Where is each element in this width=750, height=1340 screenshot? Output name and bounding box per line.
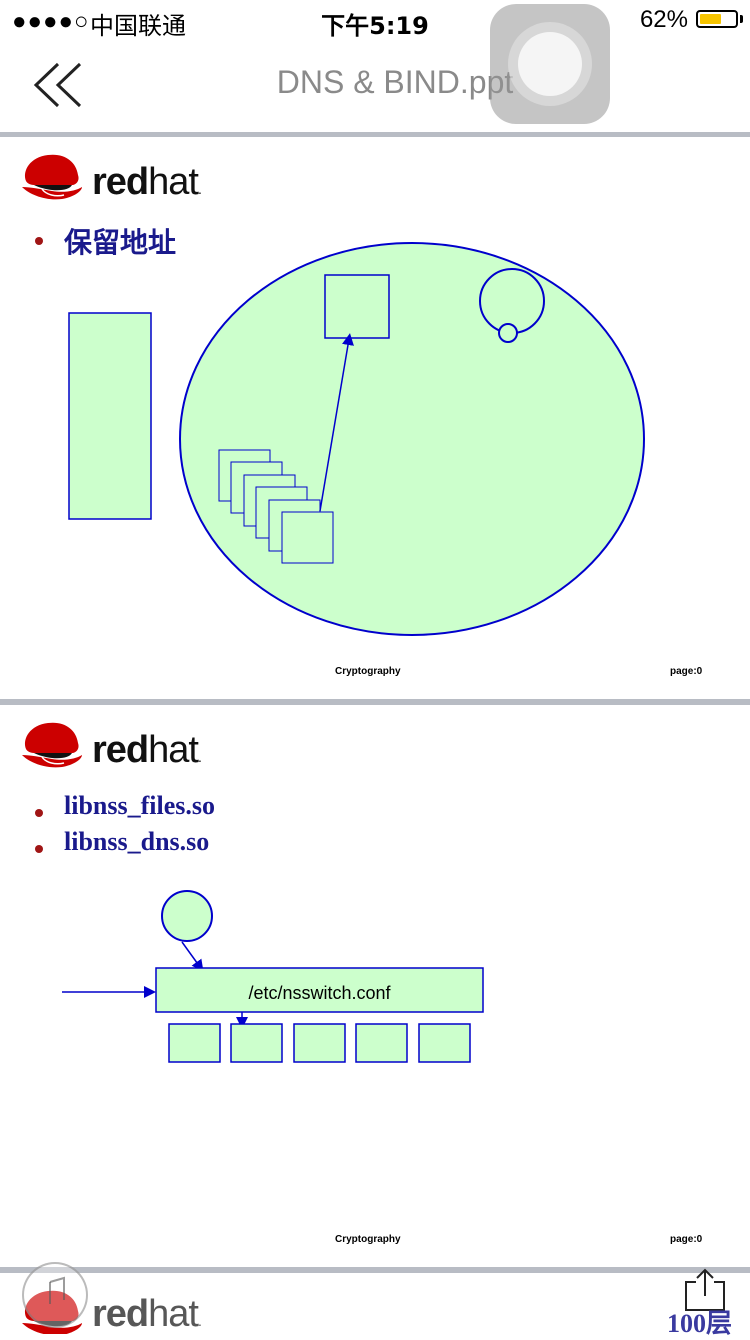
reserved-address-diagram bbox=[68, 242, 645, 636]
share-icon bbox=[685, 1268, 725, 1311]
back-button[interactable] bbox=[32, 58, 88, 112]
floor-counter: 100层 bbox=[666, 1309, 732, 1338]
module-box bbox=[418, 1023, 471, 1063]
battery-fill bbox=[700, 14, 722, 24]
module-box bbox=[168, 1023, 221, 1063]
battery-percent: 62% bbox=[639, 6, 688, 33]
bullet-libnss-dns: libnss_dns.so bbox=[64, 827, 210, 856]
assistive-touch-button[interactable] bbox=[490, 4, 610, 124]
redhat-logo-text: redhat. bbox=[92, 729, 202, 771]
battery-icon bbox=[696, 10, 738, 28]
module-box bbox=[293, 1023, 346, 1063]
status-time: 下午5:19 bbox=[321, 12, 429, 40]
slide-footer-title: Cryptography bbox=[335, 1234, 401, 1245]
redhat-logo-icon bbox=[22, 722, 82, 768]
slide-page-number: page:0 bbox=[670, 666, 703, 677]
slide-3[interactable]: redhat. bbox=[0, 1273, 750, 1334]
assistive-touch-center bbox=[518, 32, 582, 96]
carrier-name: 中国联通 bbox=[90, 12, 186, 40]
double-chevron-left-icon bbox=[33, 62, 82, 108]
stack-box bbox=[281, 511, 334, 564]
arrow-circle-to-box bbox=[181, 941, 204, 972]
slide-footer-title: Cryptography bbox=[335, 666, 401, 677]
arrow-to-target bbox=[319, 333, 354, 512]
redhat-logo-icon bbox=[22, 154, 82, 200]
nsswitch-diagram bbox=[62, 890, 484, 1063]
slide-2[interactable]: redhat. libnss_files.so libnss_dns.so /e… bbox=[0, 705, 750, 1267]
nsswitch-box bbox=[155, 967, 484, 1013]
music-button[interactable] bbox=[22, 1262, 88, 1328]
signal-strength-icon: ●●●●○ bbox=[12, 8, 90, 35]
slide-1[interactable]: redhat. 保留地址 Cryptography page:0 bbox=[0, 137, 750, 699]
module-box bbox=[355, 1023, 408, 1063]
divider bbox=[0, 1267, 750, 1273]
divider bbox=[0, 699, 750, 705]
status-bar: ●●●●○ 中国联通 下午5:19 62% bbox=[0, 0, 750, 40]
network-ellipse bbox=[179, 242, 645, 636]
music-note-icon bbox=[49, 1276, 65, 1304]
loop-circle-large bbox=[479, 268, 545, 334]
source-circle bbox=[161, 890, 213, 942]
battery-tip bbox=[740, 15, 743, 23]
bullet-reserved-addresses: 保留地址 bbox=[64, 226, 177, 259]
target-box bbox=[324, 274, 390, 339]
redhat-logo-text: redhat. bbox=[92, 161, 202, 203]
loop-circle-small bbox=[498, 323, 518, 343]
divider bbox=[0, 132, 750, 137]
share-button[interactable] bbox=[680, 1266, 730, 1314]
slide-page-number: page:0 bbox=[670, 1234, 703, 1245]
redhat-logo-text: redhat. bbox=[92, 1293, 202, 1334]
bullet-dot bbox=[35, 809, 43, 817]
nsswitch-label: /etc/nsswitch.conf bbox=[248, 983, 391, 1003]
document-title: DNS & BIND.ppt bbox=[276, 64, 514, 100]
bullet-dot bbox=[35, 237, 43, 245]
module-box bbox=[230, 1023, 283, 1063]
left-rectangle bbox=[68, 312, 152, 520]
bullet-dot bbox=[35, 845, 43, 853]
bullet-libnss-files: libnss_files.so bbox=[64, 791, 215, 820]
